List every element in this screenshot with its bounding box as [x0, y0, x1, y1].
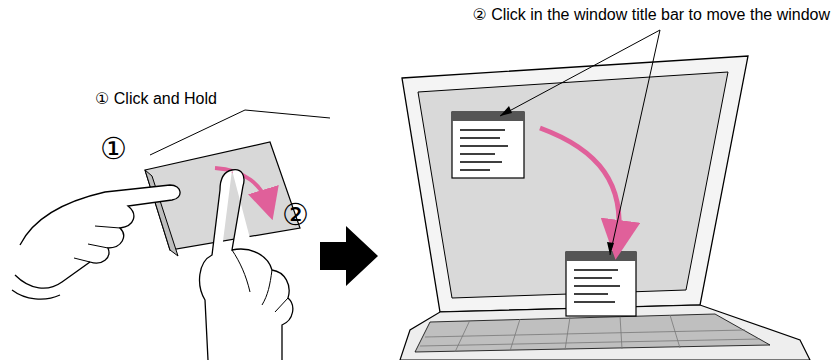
instruction-label: ② Click in the window title bar to move …	[472, 6, 830, 24]
window-after	[566, 252, 636, 316]
right-finger-lines	[232, 250, 288, 312]
callout-number: ①	[100, 132, 127, 165]
keys	[420, 315, 760, 352]
flow-arrow	[320, 226, 378, 286]
instruction-label: ① Click and Hold	[95, 90, 217, 108]
window-before	[452, 112, 524, 178]
leader-lines	[500, 30, 660, 255]
left-hand	[15, 185, 180, 288]
callout-number: ②	[282, 198, 309, 231]
touchpad-button	[145, 170, 178, 256]
left-cuff	[12, 290, 60, 299]
right-hand	[200, 170, 293, 360]
finger-lines	[74, 226, 120, 262]
leader-heads	[500, 106, 614, 255]
keyboard	[415, 314, 770, 352]
move-arrow	[540, 128, 619, 240]
